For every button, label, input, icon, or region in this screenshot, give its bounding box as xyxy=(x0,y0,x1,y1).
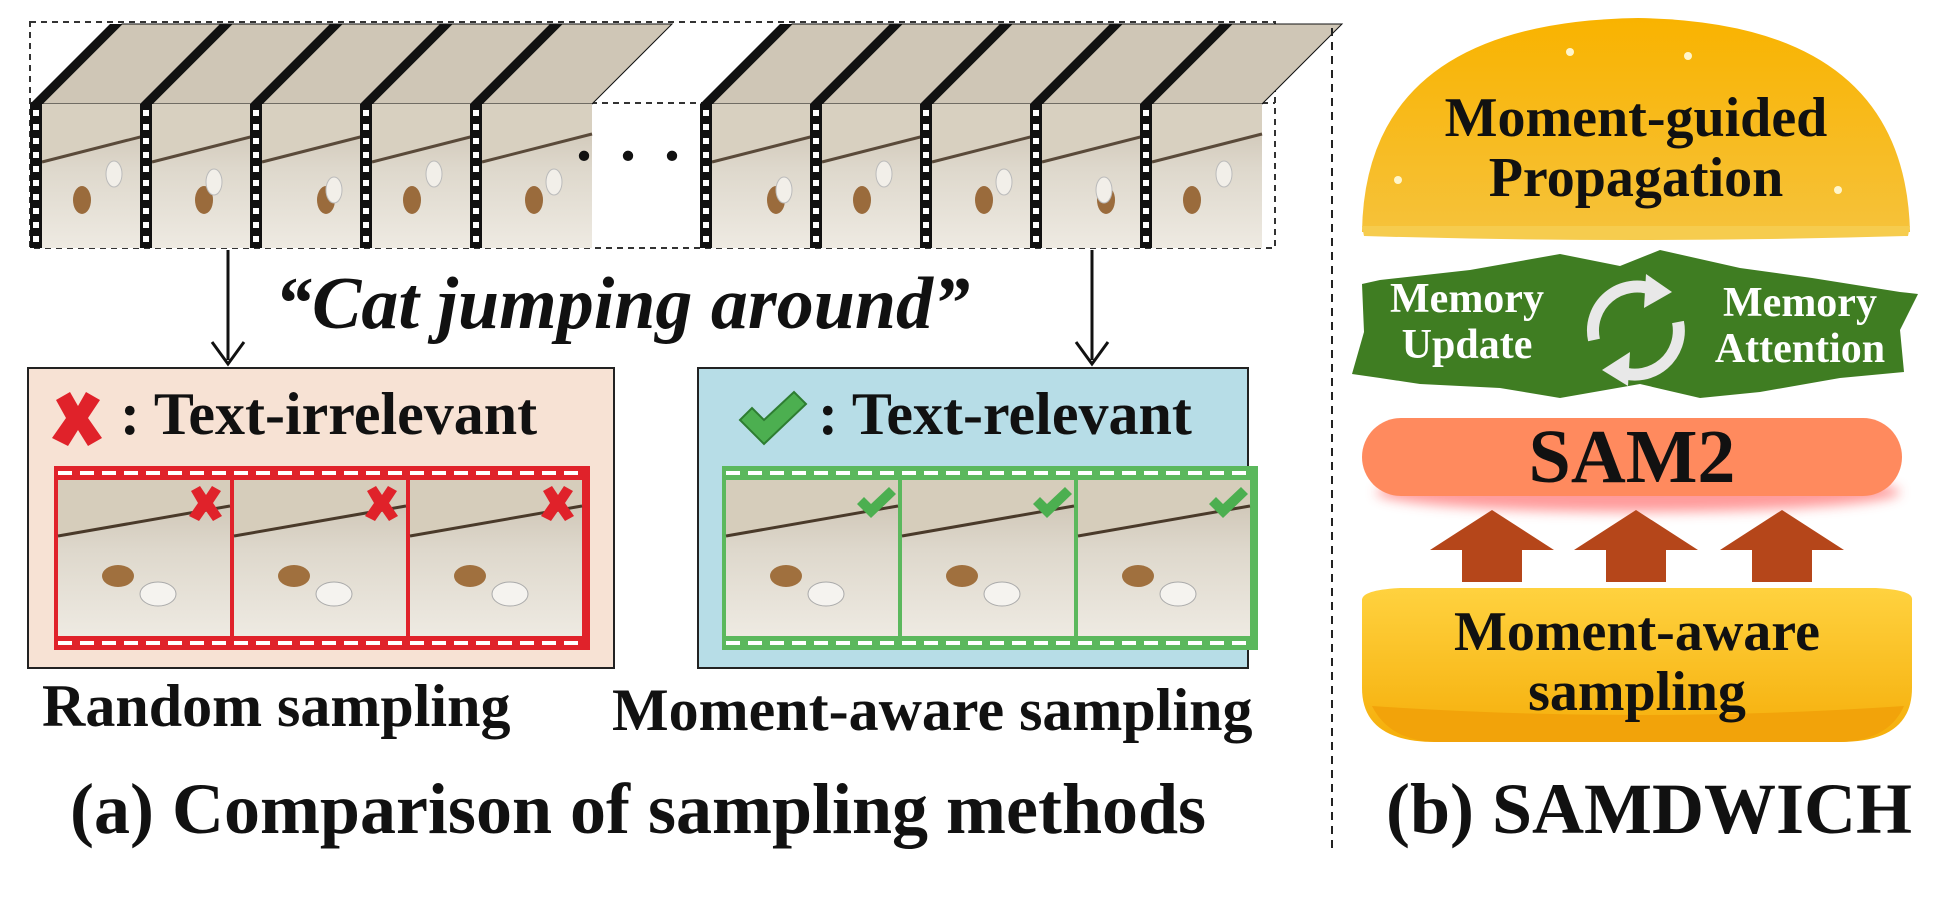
memory-attention-label: Memory Attention xyxy=(1700,280,1900,372)
cat-shape xyxy=(775,176,793,204)
random-sampling-caption: Random sampling xyxy=(42,673,511,739)
cat-shape xyxy=(205,168,223,196)
sam2-patty xyxy=(1362,418,1902,496)
cat-shape xyxy=(73,186,91,214)
text-prompt: “Cat jumping around” xyxy=(275,263,971,345)
top-bun-label: Moment-guided Propagation xyxy=(1362,88,1910,208)
cat-shape xyxy=(102,565,134,587)
check-icon xyxy=(1033,487,1072,518)
lettuce-layer xyxy=(1352,250,1918,398)
cat-shape xyxy=(195,186,213,214)
video-frame xyxy=(30,23,234,248)
check-icon xyxy=(857,487,896,518)
cat-shape xyxy=(325,176,343,204)
cat-shape xyxy=(525,186,543,214)
up-arrow-icon xyxy=(1430,510,1554,582)
video-frame xyxy=(810,23,1014,248)
up-arrow-icon xyxy=(1720,510,1844,582)
video-frame xyxy=(700,23,904,248)
frames-group-right xyxy=(700,23,1344,248)
cross-icon xyxy=(365,486,398,521)
moment-aware-sampling-caption: Moment-aware sampling xyxy=(612,677,1253,743)
clip-frame xyxy=(901,471,1075,645)
cat-shape xyxy=(139,581,177,607)
bottom-bun xyxy=(1362,588,1913,742)
bottom-bun-label: Moment-aware sampling xyxy=(1362,602,1912,722)
cat-shape xyxy=(278,565,310,587)
cat-shape xyxy=(807,581,845,607)
top-bun-label-line1: Moment-guided xyxy=(1444,87,1828,149)
random-box-title: : Text-irrelevant xyxy=(120,381,538,447)
random-sample-clips xyxy=(54,466,590,650)
bottom-bun-label-line2: sampling xyxy=(1528,661,1746,723)
memory-attention-line1: Memory xyxy=(1723,280,1877,326)
cat-shape xyxy=(491,581,529,607)
cat-shape xyxy=(975,186,993,214)
panel-b-caption: (b) SAMDWICH xyxy=(1386,769,1913,849)
panel-a-caption: (a) Comparison of sampling methods xyxy=(70,769,1207,849)
cycle-arrows-icon xyxy=(1586,274,1685,386)
memory-update-label: Memory Update xyxy=(1372,276,1562,368)
video-frame xyxy=(470,23,674,248)
cat-shape xyxy=(853,186,871,214)
up-arrows xyxy=(1430,510,1844,582)
video-frame xyxy=(1030,23,1234,248)
cat-shape xyxy=(425,160,443,188)
video-frame xyxy=(1140,23,1344,248)
moment-aware-sample-clips xyxy=(722,466,1258,650)
ellipsis: . . . xyxy=(576,103,686,174)
cat-shape xyxy=(105,160,123,188)
clip-frame xyxy=(57,471,231,645)
arrow-to-moment xyxy=(1074,250,1110,367)
arrow-to-random xyxy=(210,250,246,367)
cat-shape xyxy=(1095,176,1113,204)
check-icon xyxy=(1209,487,1248,518)
video-frame xyxy=(360,23,564,248)
frames-group-left xyxy=(30,23,674,248)
cat-shape xyxy=(875,160,893,188)
memory-attention-line2: Attention xyxy=(1714,326,1886,372)
cat-shape xyxy=(403,186,421,214)
cat-shape xyxy=(946,565,978,587)
memory-update-line2: Update xyxy=(1401,322,1533,368)
cat-shape xyxy=(1159,581,1197,607)
clip-frame xyxy=(1077,471,1251,645)
cat-shape xyxy=(770,565,802,587)
video-frame xyxy=(920,23,1124,248)
cat-shape xyxy=(983,581,1021,607)
check-icon xyxy=(738,390,808,446)
cross-icon xyxy=(189,486,222,521)
cat-shape xyxy=(315,581,353,607)
cat-shape xyxy=(1183,186,1201,214)
video-frame xyxy=(140,23,344,248)
cat-shape xyxy=(995,168,1013,196)
up-arrow-icon xyxy=(1574,510,1698,582)
cat-shape xyxy=(454,565,486,587)
clip-frame xyxy=(233,471,407,645)
moment-box-title: : Text-relevant xyxy=(818,381,1192,447)
cat-shape xyxy=(1122,565,1154,587)
memory-update-line1: Memory xyxy=(1390,276,1544,322)
bottom-bun-label-line1: Moment-aware xyxy=(1454,601,1820,663)
clip-frame xyxy=(409,471,583,645)
clip-frame xyxy=(725,471,899,645)
top-bun-label-line2: Propagation xyxy=(1488,147,1784,209)
cross-icon xyxy=(541,486,574,521)
top-bun xyxy=(1362,18,1910,240)
cat-shape xyxy=(1215,160,1233,188)
cat-shape xyxy=(545,168,563,196)
sam2-label: SAM2 xyxy=(1528,415,1736,499)
cross-icon xyxy=(52,392,102,446)
